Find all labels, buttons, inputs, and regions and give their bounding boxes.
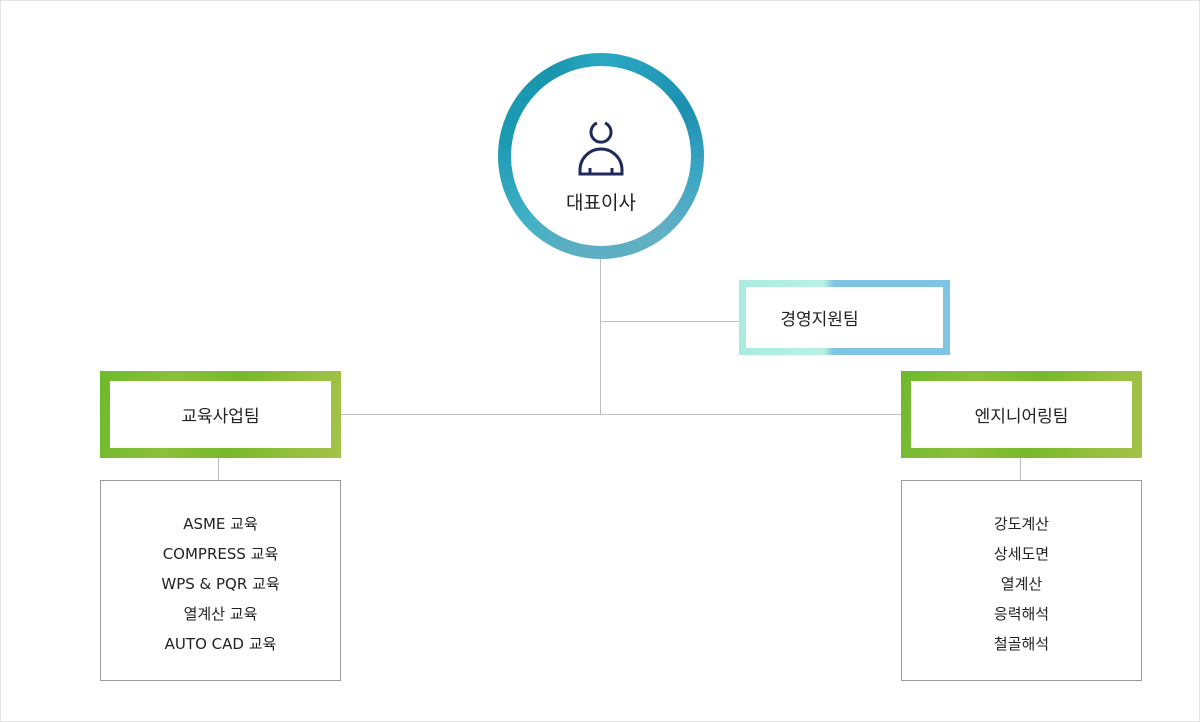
person-icon bbox=[578, 121, 624, 176]
engineering-team-label: 엔지니어링팀 bbox=[974, 407, 1069, 427]
connector-support bbox=[600, 321, 740, 322]
list-item: AUTO CAD 교육 bbox=[164, 635, 277, 653]
education-list: ASME 교육 COMPRESS 교육 WPS & PQR 교육 열계산 교육 … bbox=[100, 480, 341, 681]
list-item: 강도계산 bbox=[993, 515, 1050, 533]
ceo-node: 대표이사 bbox=[498, 53, 704, 259]
support-team-node: 경영지원팀 bbox=[739, 280, 950, 355]
list-item: 상세도면 bbox=[993, 545, 1050, 563]
engineering-list: 강도계산 상세도면 열계산 응력해석 철골해석 bbox=[901, 480, 1142, 681]
list-item: 열계산 bbox=[1000, 575, 1043, 593]
list-item: COMPRESS 교육 bbox=[162, 545, 279, 563]
connector-engineering-list bbox=[1020, 458, 1021, 480]
support-team-label: 경영지원팀 bbox=[780, 310, 859, 330]
education-team-label: 교육사업팀 bbox=[181, 407, 260, 427]
list-item: 응력해석 bbox=[993, 605, 1050, 623]
connector-education-list bbox=[218, 458, 219, 480]
connector-teams bbox=[341, 414, 901, 415]
list-item: 철골해석 bbox=[993, 635, 1050, 653]
list-item: WPS & PQR 교육 bbox=[161, 575, 280, 593]
engineering-team-node: 엔지니어링팀 bbox=[901, 371, 1142, 458]
list-item: ASME 교육 bbox=[183, 515, 258, 533]
ceo-label: 대표이사 bbox=[566, 192, 636, 214]
connector-ceo-vertical bbox=[600, 259, 601, 414]
list-item: 열계산 교육 bbox=[183, 605, 258, 623]
education-team-node: 교육사업팀 bbox=[100, 371, 341, 458]
